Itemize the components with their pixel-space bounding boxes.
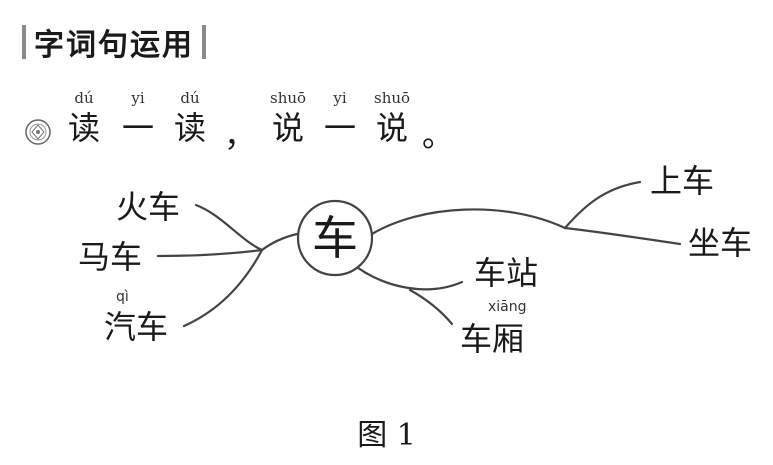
pinyin: shuō: [270, 89, 307, 107]
period: 。: [422, 116, 455, 154]
node-mache: 马车: [78, 238, 142, 276]
hanzi: 说: [272, 109, 305, 147]
center-circle: [296, 199, 374, 277]
connector-qiche: [182, 248, 264, 328]
pinyin-qi: qì: [116, 289, 129, 305]
connector-shangche: [563, 180, 642, 230]
section-header: 字词句运用: [22, 22, 206, 63]
node-shangche: 上车: [650, 162, 714, 200]
center-label: 车: [312, 211, 358, 265]
word-shuo-2: shuō 说: [374, 88, 410, 148]
hanzi: 一: [324, 109, 357, 147]
node-zuoche: 坐车: [688, 224, 752, 262]
pinyin: yi: [131, 89, 145, 107]
hanzi: 读: [68, 109, 101, 147]
hanzi: 一: [122, 109, 155, 147]
hanzi: 说: [376, 109, 409, 147]
connector-right-upper-stem: [370, 208, 567, 236]
node-huoche: 火车: [116, 188, 180, 226]
node-chexiang: 车厢: [460, 320, 524, 358]
pinyin-xiang: xiāng: [488, 299, 527, 315]
hanzi: 读: [174, 109, 207, 147]
section-title: 字词句运用: [34, 28, 194, 63]
connector-chezhan: [348, 260, 464, 291]
pinyin: yi: [333, 89, 347, 107]
connector-left-stem: [260, 232, 299, 252]
word-du-2: dú 读: [174, 88, 206, 148]
pinyin: dú: [180, 89, 200, 107]
connector-mache: [156, 248, 264, 258]
word-shuo-1: shuō 说: [270, 88, 306, 148]
node-chezhan: 车站: [474, 254, 538, 292]
word-yi-1: yi 一: [122, 88, 154, 148]
center-node: 车: [296, 199, 374, 277]
connector-huoche: [194, 203, 264, 252]
pinyin: dú: [74, 89, 94, 107]
header-bar-right: [202, 25, 206, 59]
pinyin: shuō: [374, 89, 411, 107]
connector-zuoche: [563, 226, 682, 246]
mindmap-connectors: [156, 180, 682, 328]
word-du-1: dú 读: [68, 88, 100, 148]
word-yi-2: yi 一: [324, 88, 356, 148]
speaker-icon[interactable]: [24, 118, 52, 146]
node-qiche: 汽车: [104, 308, 168, 346]
header-bar-left: [22, 25, 26, 59]
comma: ，: [224, 116, 257, 154]
figure-caption: 图 1: [357, 418, 416, 453]
connector-chexiang: [408, 288, 454, 326]
